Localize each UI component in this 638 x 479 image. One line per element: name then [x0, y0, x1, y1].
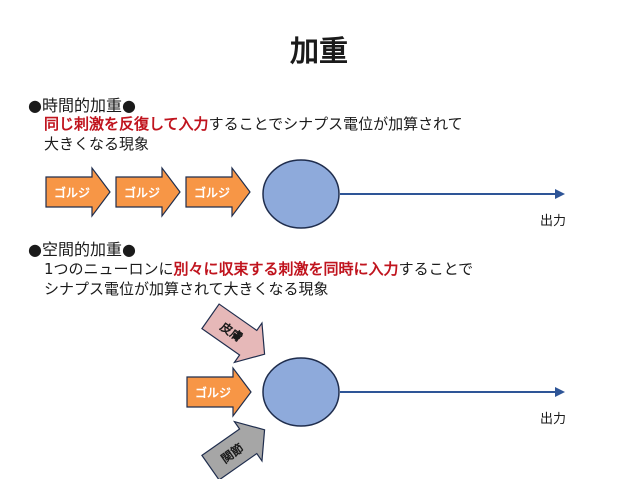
temporal-input-arrow-2: ゴルジ: [115, 166, 181, 218]
spatial-line2: シナプス電位が加算されて大きくなる現象: [44, 280, 329, 298]
spatial-output-label: 出力: [540, 412, 567, 427]
temporal-input-label-1: ゴルジ: [54, 185, 90, 200]
temporal-input-arrow-3: ゴルジ: [185, 166, 251, 218]
spatial-summation-heading: ●空間的加重●: [28, 240, 136, 259]
spatial-pre: 1つのニューロンに: [44, 260, 174, 278]
temporal-input-label-2: ゴルジ: [124, 185, 160, 200]
temporal-input-label-3: ゴルジ: [194, 185, 230, 200]
slide-title: 加重: [289, 34, 348, 68]
spatial-input-arrow-joint: 関節: [201, 420, 266, 479]
spatial-summation-description: 1つのニューロンに別々に収束する刺激を同時に入力することで シナプス電位が加算さ…: [44, 259, 473, 299]
temporal-input-arrow-1: ゴルジ: [45, 166, 111, 218]
spatial-input-arrow-skin: 皮膚: [201, 303, 266, 364]
temporal-neuron: [262, 159, 340, 229]
temporal-line2: 大きくなる現象: [44, 135, 150, 153]
spatial-neuron: [262, 357, 340, 427]
temporal-emphasis: 同じ刺激を反復して入力: [44, 115, 209, 133]
spatial-input-arrow-golgi: ゴルジ: [186, 366, 252, 418]
temporal-output-label: 出力: [540, 214, 567, 229]
spatial-emphasis: 別々に収束する刺激を同時に入力: [173, 260, 399, 278]
temporal-rest-line1: することでシナプス電位が加算されて: [208, 115, 463, 133]
temporal-summation-description: 同じ刺激を反復して入力することでシナプス電位が加算されて 大きくなる現象: [44, 114, 463, 154]
spatial-input-label-golgi: ゴルジ: [195, 385, 231, 400]
temporal-summation-heading: ●時間的加重●: [28, 96, 136, 115]
spatial-post: することで: [398, 260, 474, 278]
